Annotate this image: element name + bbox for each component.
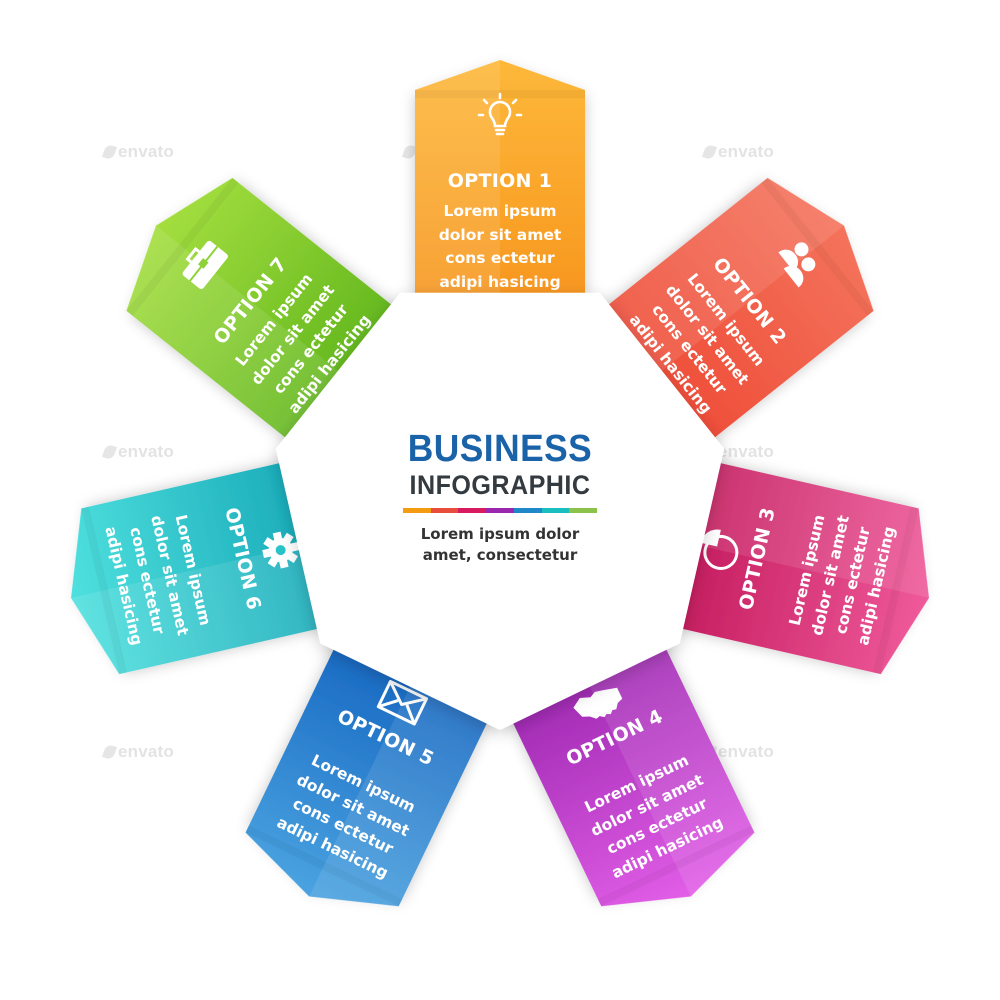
option-card-shape (656, 457, 929, 675)
color-bar-segment (458, 508, 487, 513)
lightbulb-icon (470, 88, 530, 148)
option-card-shape (71, 457, 344, 675)
option-description-line: adipi hasicing (439, 272, 561, 291)
briefcase-icon (159, 220, 243, 304)
handshake-icon (558, 663, 638, 743)
color-bar-segment (486, 508, 514, 513)
watermark: envato (701, 142, 774, 162)
option-description-line: cons ectetur (445, 249, 555, 267)
center-title-business: BUSINESS (407, 428, 593, 470)
watermark: envato (101, 442, 174, 462)
pie-chart-icon (683, 514, 755, 586)
option-description-line: Lorem ipsum (443, 202, 557, 220)
option-description: Lorem ipsum dolor sit amet cons ectetur adi… (415, 200, 585, 294)
option-card-shape (415, 60, 585, 320)
center-subtitle: Lorem ipsum dolor amet, consectetur (0, 524, 1000, 566)
color-bar-segment (430, 508, 459, 513)
envelope-icon (362, 663, 442, 743)
center-subtitle-line1: Lorem ipsum dolor (420, 525, 580, 543)
people-icon (757, 220, 841, 304)
center-subtitle-line2: amet, consectetur (422, 546, 578, 564)
center-title-infographic: INFOGRAPHIC (409, 470, 591, 500)
color-bar-segment (569, 508, 598, 513)
watermark: envato (701, 742, 774, 762)
watermark: envato (101, 142, 174, 162)
watermark: envato (101, 742, 174, 762)
option-title: OPTION 1 (447, 170, 553, 192)
gear-icon (245, 514, 317, 586)
watermark: envato (701, 442, 774, 462)
color-bar-segment (541, 508, 570, 513)
option-card-1: OPTION 1 Lorem ipsum dolor sit amet cons ec… (415, 60, 585, 320)
option-description-line: dolor sit amet (438, 225, 562, 244)
color-bar (403, 508, 598, 513)
color-bar-segment (403, 508, 431, 513)
color-bar-segment (513, 508, 542, 513)
